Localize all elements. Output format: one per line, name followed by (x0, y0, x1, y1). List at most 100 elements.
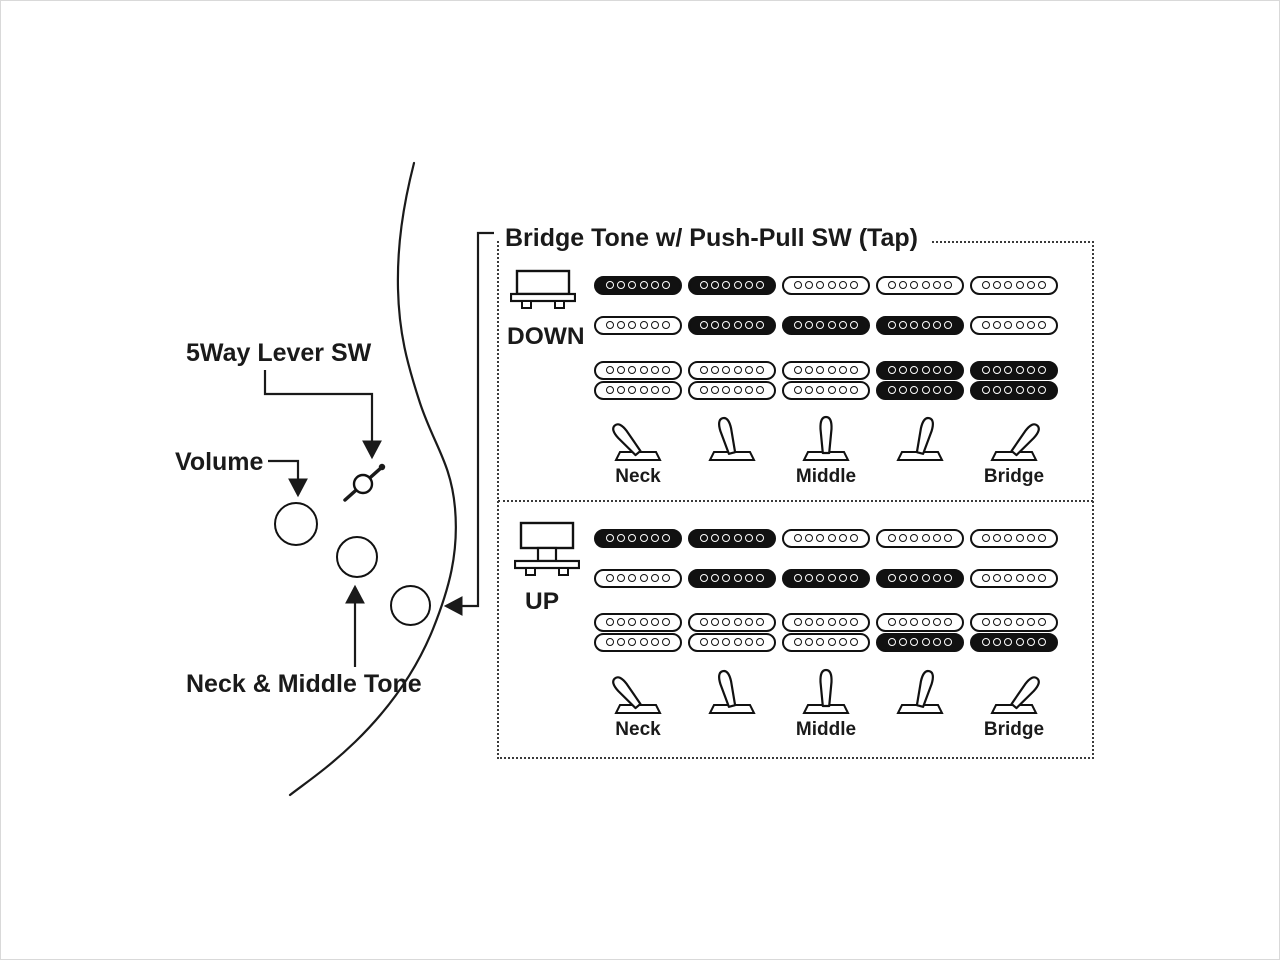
pole-piece-dot (639, 386, 648, 394)
pole-piece-dot (733, 321, 742, 329)
pole-piece-dot (910, 638, 919, 646)
pickup-up-bridge_bottom-pos1 (594, 632, 682, 652)
pole-piece-dot (617, 534, 626, 542)
pole-piece-dot (943, 321, 952, 329)
pole-piece-dot (805, 366, 814, 374)
pole-piece-dot (628, 574, 637, 582)
pickup-down-middle-pos4 (876, 315, 964, 335)
pole-piece-dot (700, 618, 709, 626)
pole-piece-dot (755, 574, 764, 582)
connector-bridge-tone (443, 231, 494, 616)
pole-piece-dot (755, 618, 764, 626)
pole-piece-dot (617, 574, 626, 582)
pole-piece-dot (744, 638, 753, 646)
pole-piece-dot (722, 386, 731, 394)
pole-piece-dot (805, 574, 814, 582)
pole-piece-dot (733, 638, 742, 646)
volume-knob (274, 502, 318, 546)
pickup-down-bridge_bottom-pos5 (970, 380, 1058, 400)
lever-switch-position-4-up-icon (882, 660, 958, 718)
position-label-bridge-up: Bridge (983, 719, 1045, 740)
pole-piece-dot (1026, 534, 1035, 542)
pole-piece-dot (993, 281, 1002, 289)
pole-piece-dot (993, 321, 1002, 329)
pole-piece-dot (849, 638, 858, 646)
pole-piece-dot (639, 281, 648, 289)
lever-switch-position-2-down-icon (694, 407, 770, 465)
lever-switch-position-1-up-icon (600, 660, 676, 718)
pickup-up-middle-pos3 (782, 568, 870, 588)
position-label-bridge-down: Bridge (983, 466, 1045, 487)
pole-piece-dot (639, 618, 648, 626)
pole-piece-dot (899, 386, 908, 394)
pole-piece-dot (755, 321, 764, 329)
pole-piece-dot (816, 321, 825, 329)
pickup-down-neck-pos3 (782, 275, 870, 295)
pole-piece-dot (816, 386, 825, 394)
lever-switch-position-3-up-icon (788, 660, 864, 718)
pole-piece-dot (794, 366, 803, 374)
pole-piece-dot (910, 366, 919, 374)
pole-piece-dot (744, 281, 753, 289)
pole-piece-dot (838, 638, 847, 646)
pole-piece-dot (805, 281, 814, 289)
pole-piece-dot (617, 618, 626, 626)
pole-piece-dot (722, 618, 731, 626)
pole-piece-dot (838, 386, 847, 394)
pole-piece-dot (617, 638, 626, 646)
pickup-down-neck-pos4 (876, 275, 964, 295)
guitar-body-outline (288, 161, 457, 797)
pole-piece-dot (993, 386, 1002, 394)
pole-piece-dot (733, 574, 742, 582)
lever-switch-position-5-down-icon (976, 407, 1052, 465)
section-divider (498, 500, 1093, 502)
pickup-down-neck-pos5 (970, 275, 1058, 295)
pole-piece-dot (888, 321, 897, 329)
pole-piece-dot (1037, 281, 1046, 289)
pole-piece-dot (1037, 321, 1046, 329)
pole-piece-dot (733, 366, 742, 374)
pole-piece-dot (1004, 321, 1013, 329)
pole-piece-dot (982, 281, 991, 289)
pole-piece-dot (606, 281, 615, 289)
neck-middle-tone-knob (336, 536, 378, 578)
pole-piece-dot (943, 366, 952, 374)
pole-piece-dot (711, 386, 720, 394)
pole-piece-dot (827, 618, 836, 626)
pole-piece-dot (910, 574, 919, 582)
pole-piece-dot (849, 386, 858, 394)
pole-piece-dot (838, 574, 847, 582)
pole-piece-dot (932, 386, 941, 394)
position-label-neck-down: Neck (615, 466, 661, 487)
pickup-up-neck-pos3 (782, 528, 870, 548)
pole-piece-dot (661, 574, 670, 582)
pole-piece-dot (700, 638, 709, 646)
pole-piece-dot (816, 638, 825, 646)
pole-piece-dot (982, 386, 991, 394)
pickup-up-neck-pos2 (688, 528, 776, 548)
pole-piece-dot (1015, 534, 1024, 542)
pole-piece-dot (1026, 618, 1035, 626)
pole-piece-dot (700, 534, 709, 542)
pole-piece-dot (722, 534, 731, 542)
pole-piece-dot (827, 321, 836, 329)
pole-piece-dot (1015, 281, 1024, 289)
pole-piece-dot (650, 574, 659, 582)
pole-piece-dot (700, 574, 709, 582)
pole-piece-dot (755, 366, 764, 374)
pole-piece-dot (943, 638, 952, 646)
pole-piece-dot (755, 534, 764, 542)
pole-piece-dot (794, 386, 803, 394)
pole-piece-dot (943, 574, 952, 582)
pole-piece-dot (899, 366, 908, 374)
pole-piece-dot (982, 321, 991, 329)
pole-piece-dot (993, 638, 1002, 646)
pole-piece-dot (827, 574, 836, 582)
pole-piece-dot (921, 574, 930, 582)
pickup-up-neck-pos1 (594, 528, 682, 548)
pickup-up-middle-pos4 (876, 568, 964, 588)
pickup-up-neck-pos5 (970, 528, 1058, 548)
pole-piece-dot (838, 534, 847, 542)
pole-piece-dot (617, 321, 626, 329)
